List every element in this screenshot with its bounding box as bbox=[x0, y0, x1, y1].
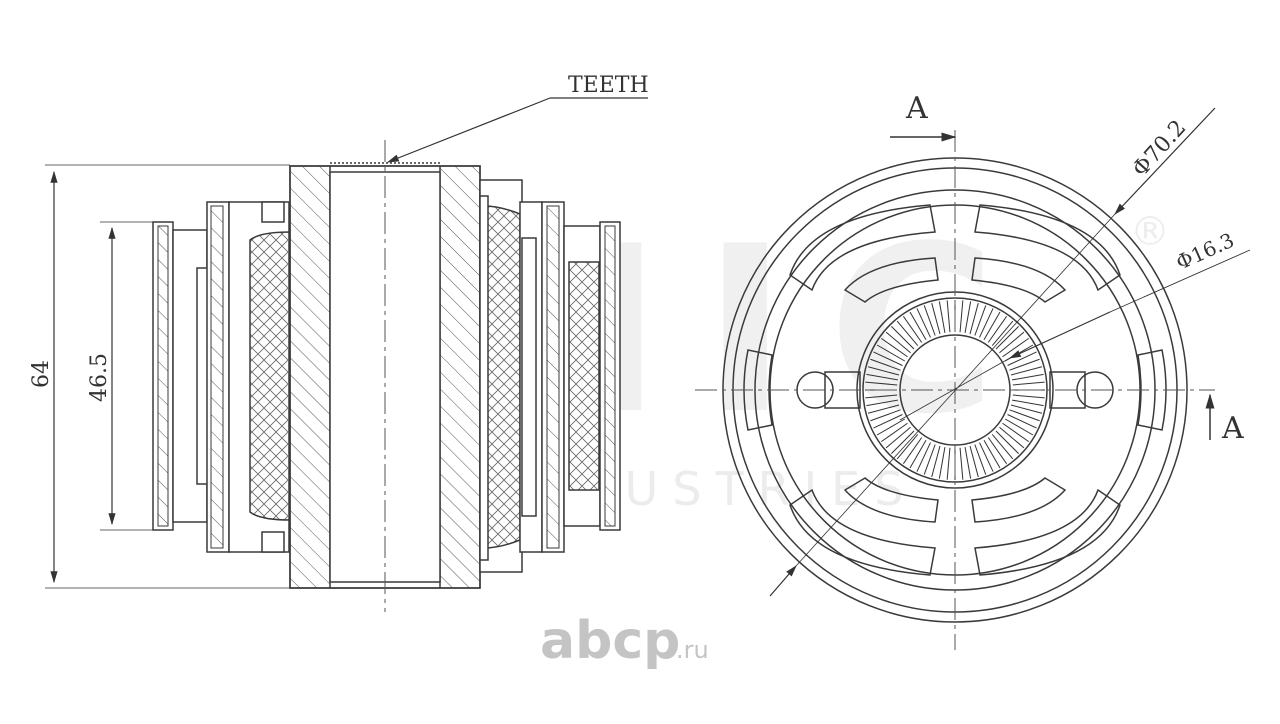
registered-watermark: ® bbox=[1130, 209, 1170, 255]
svg-text:A: A bbox=[905, 91, 928, 126]
spline-tooth bbox=[979, 308, 994, 338]
spline-tooth bbox=[999, 426, 1025, 449]
spline-tooth bbox=[964, 447, 972, 479]
spline-tooth bbox=[1007, 414, 1037, 429]
spline-tooth bbox=[885, 331, 911, 354]
spline-tooth bbox=[983, 311, 1001, 341]
teeth-callout: TEETH bbox=[386, 73, 649, 163]
dim-outer-length-label: 64 bbox=[29, 360, 54, 388]
spline-tooth bbox=[987, 437, 1008, 465]
spline-tooth bbox=[880, 422, 908, 443]
spline-tooth bbox=[999, 331, 1025, 354]
spline-tooth bbox=[923, 305, 936, 336]
outer-slots bbox=[743, 204, 1167, 576]
spline-tooth bbox=[991, 320, 1014, 346]
dimension-inner-length bbox=[100, 221, 153, 531]
spline-tooth bbox=[1010, 366, 1043, 376]
spline-tooth bbox=[995, 326, 1019, 350]
svg-text:abcp: abcp bbox=[540, 611, 680, 671]
spline-tooth bbox=[1012, 381, 1045, 386]
dimension-inner-diameter bbox=[899, 249, 1251, 421]
spline-tooth bbox=[916, 442, 931, 472]
spline-tooth bbox=[959, 300, 964, 333]
spline-tooth bbox=[969, 302, 979, 335]
spline-tooth bbox=[987, 315, 1008, 343]
side-section-view bbox=[152, 162, 621, 589]
spline-tooth bbox=[964, 301, 972, 333]
spline-tooth bbox=[969, 445, 979, 478]
spline-tooth bbox=[931, 445, 941, 478]
spline-tooth bbox=[870, 358, 901, 371]
spline-tooth bbox=[938, 447, 946, 479]
spline-tooth bbox=[959, 447, 964, 480]
spline-tooth bbox=[880, 337, 908, 358]
spline-tooth bbox=[902, 315, 923, 343]
dim-inner-diameter-label: Φ16.3 bbox=[1172, 228, 1237, 275]
spline-tooth bbox=[876, 418, 906, 436]
spline-tooth bbox=[909, 439, 927, 469]
spline-tooth bbox=[873, 414, 903, 429]
spline-tooth bbox=[1009, 358, 1040, 371]
dimension-outer-length bbox=[45, 164, 290, 589]
spline-tooth bbox=[991, 434, 1014, 460]
dimension-outer-diameter bbox=[769, 107, 1216, 597]
spline-tooth bbox=[866, 399, 898, 407]
spline-tooth bbox=[1007, 351, 1037, 366]
spline-tooth bbox=[1009, 409, 1040, 422]
section-marker-bottom: A bbox=[1205, 393, 1244, 446]
spline-tooth bbox=[1002, 422, 1030, 443]
spline-tooth bbox=[885, 426, 911, 449]
spline-tooth bbox=[867, 366, 900, 376]
teeth-label: TEETH bbox=[568, 73, 649, 98]
spline-tooth bbox=[938, 301, 946, 333]
dim-inner-length-label: 46.5 bbox=[87, 353, 112, 402]
spline-tooth bbox=[1004, 418, 1034, 436]
spline-tooth bbox=[1012, 373, 1044, 381]
spline-tooth bbox=[1012, 399, 1044, 407]
spline-tooth bbox=[931, 302, 941, 335]
svg-text:.ru: .ru bbox=[676, 636, 709, 664]
spline-tooth bbox=[974, 305, 987, 336]
svg-text:A: A bbox=[1221, 411, 1244, 446]
spline-tooth bbox=[923, 444, 936, 475]
dim-outer-diameter-label: Φ70.2 bbox=[1128, 115, 1191, 182]
spline-tooth bbox=[983, 439, 1001, 469]
spline-tooth bbox=[1002, 337, 1030, 358]
section-marker-top: A bbox=[890, 91, 957, 142]
spline-tooth bbox=[1012, 394, 1045, 399]
spline-tooth bbox=[865, 394, 898, 399]
spline-tooth bbox=[896, 320, 919, 346]
spline-tooth bbox=[891, 326, 915, 350]
spline-tooth bbox=[870, 409, 901, 422]
spline-tooth bbox=[866, 373, 898, 381]
spline-tooth bbox=[891, 430, 915, 454]
spline-tooth bbox=[909, 311, 927, 341]
spline-tooth bbox=[896, 434, 919, 460]
spline-tooth bbox=[876, 344, 906, 362]
spline-tooth bbox=[979, 442, 994, 472]
abcp-logo: abcp .ru bbox=[540, 611, 709, 671]
spline-tooth bbox=[1010, 404, 1043, 414]
spline-tooth bbox=[974, 444, 987, 475]
spline-tooth bbox=[946, 300, 951, 333]
spline-tooth bbox=[916, 308, 931, 338]
spline-tooth bbox=[902, 437, 923, 465]
spline-tooth bbox=[873, 351, 903, 366]
spline-tooth bbox=[867, 404, 900, 414]
spline-tooth bbox=[946, 447, 951, 480]
spline-tooth bbox=[995, 430, 1019, 454]
spline-tooth bbox=[865, 381, 898, 386]
